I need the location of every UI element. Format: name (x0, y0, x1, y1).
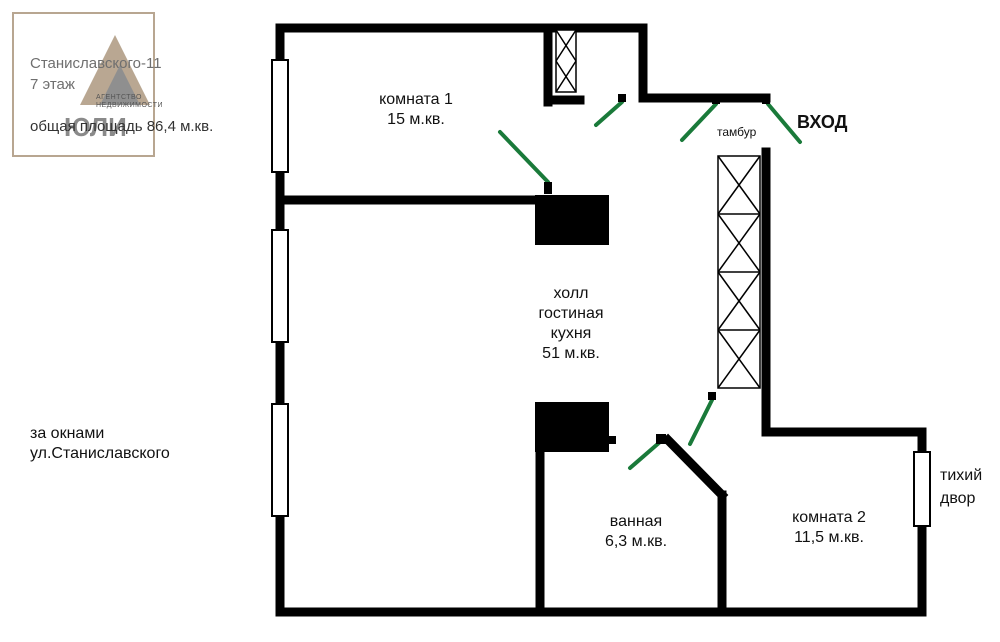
tambur-label: тамбур (717, 125, 757, 139)
hall-line1: холл (553, 285, 589, 302)
shaft-small (555, 29, 577, 93)
outside-right-1: тихий (940, 467, 983, 484)
window-left-1 (271, 59, 289, 173)
outer-wall-left-top (275, 23, 771, 103)
column-bottom (535, 402, 609, 452)
bath-name: ванная (609, 513, 663, 530)
hall-line2: гостиная (538, 305, 604, 322)
column-top (535, 195, 609, 245)
address-label: Станиславского-11 (30, 55, 162, 72)
window-right (913, 451, 931, 527)
outside-left-2: ул.Станиславского (30, 445, 170, 462)
wall-diag (661, 433, 729, 502)
shaft-large (717, 155, 761, 389)
bath-area: 6,3 м.кв. (604, 533, 668, 550)
window-left-2 (271, 229, 289, 343)
door-room1 (498, 130, 550, 184)
window-left-3 (271, 403, 289, 517)
door-entrance (766, 102, 802, 144)
door-hall-top (594, 100, 624, 127)
agency-label-2: НЕДВИЖИМОСТИ (96, 102, 164, 109)
agency-logo-frame (12, 12, 155, 157)
total-area-label: общая площадь 86,4 м.кв. (30, 118, 214, 135)
room1-name: комната 1 (379, 91, 453, 108)
agency-label-1: АГЕНТСТВО (96, 94, 142, 101)
agency-brand: ЮЛИ (64, 112, 127, 142)
hall-area: 51 м.кв. (542, 345, 600, 362)
entrance-label: вход (797, 112, 848, 132)
door-tambur (680, 102, 718, 142)
door-room2 (688, 398, 714, 446)
floor-label: 7 этаж (30, 76, 75, 93)
outside-left-1: за окнами (30, 425, 105, 442)
agency-logo-icon (80, 35, 150, 105)
doors (498, 100, 802, 470)
room2-name: комната 2 (792, 509, 866, 526)
room2-area: 11,5 м.кв. (794, 529, 864, 546)
hall-line3: кухня (550, 325, 592, 342)
door-bath (628, 440, 662, 470)
windows (271, 59, 931, 527)
outside-right-2: двор (940, 490, 976, 507)
room1-area: 15 м.кв. (387, 111, 445, 128)
